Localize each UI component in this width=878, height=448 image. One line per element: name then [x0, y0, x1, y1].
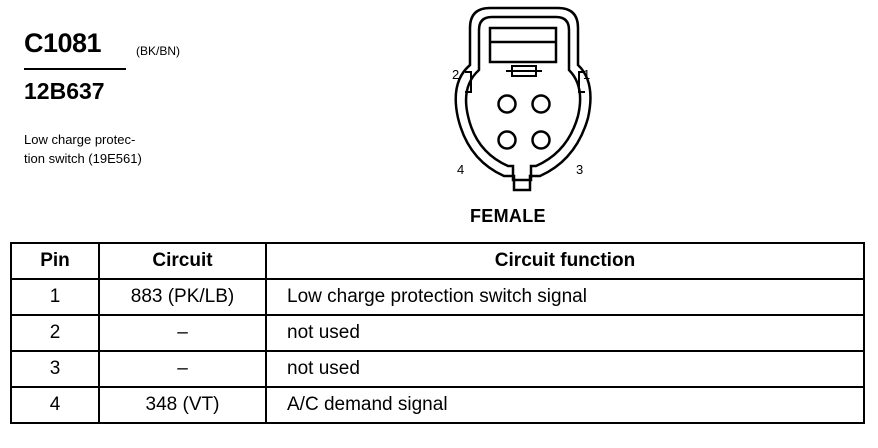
connector-inner-shell — [464, 15, 582, 182]
header-pin: Pin — [10, 242, 100, 280]
table-row: 1 883 (PK/LB) Low charge protection swit… — [10, 278, 865, 316]
pin-cavity-1 — [531, 94, 551, 114]
cell-function: not used — [265, 350, 865, 388]
connector-gender: FEMALE — [470, 206, 546, 226]
cell-pin: 3 — [10, 350, 100, 388]
header-circuit-function: Circuit function — [265, 242, 865, 280]
connector-id: C1081 — [24, 28, 102, 58]
cell-pin: 4 — [10, 386, 100, 424]
connector-face-diagram — [454, 6, 592, 192]
cell-pin: 2 — [10, 314, 100, 352]
pin-label-1: 1 — [583, 67, 591, 82]
connector-color-code: (BK/BN) — [136, 44, 181, 58]
part-number: 12B637 — [24, 78, 105, 104]
cell-circuit: – — [98, 314, 267, 352]
connector-description: Low charge protec- tion switch (19E561) — [24, 130, 142, 168]
description-line-1: Low charge protec- — [24, 132, 136, 147]
description-line-2: tion switch (19E561) — [24, 151, 142, 166]
pinout-table: Pin Circuit Circuit function 1 883 (PK/L… — [10, 242, 865, 424]
cell-pin: 1 — [10, 278, 100, 316]
pin-cavity-3 — [531, 130, 551, 150]
pin-cavity-2 — [497, 94, 517, 114]
pin-label-4: 4 — [457, 162, 465, 177]
cell-circuit: – — [98, 350, 267, 388]
table-header-row: Pin Circuit Circuit function — [10, 242, 865, 280]
title-divider — [24, 68, 126, 70]
cell-function: not used — [265, 314, 865, 352]
pin-label-2: 2 — [452, 67, 460, 82]
pin-label-3: 3 — [576, 162, 584, 177]
pin-cavity-4 — [497, 130, 517, 150]
cell-function: A/C demand signal — [265, 386, 865, 424]
latch-tab — [488, 26, 558, 64]
table-row: 3 – not used — [10, 350, 865, 388]
connector-outer-shell — [454, 6, 592, 192]
cell-circuit: 883 (PK/LB) — [98, 278, 267, 316]
cell-function: Low charge protection switch signal — [265, 278, 865, 316]
header-circuit: Circuit — [98, 242, 267, 280]
table-row: 4 348 (VT) A/C demand signal — [10, 386, 865, 424]
table-row: 2 – not used — [10, 314, 865, 352]
cell-circuit: 348 (VT) — [98, 386, 267, 424]
